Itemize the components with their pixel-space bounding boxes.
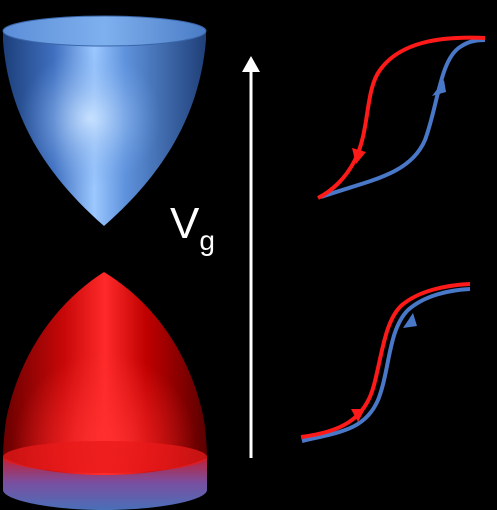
top-backward-sweep	[320, 38, 486, 199]
top-forward-arrowhead	[352, 148, 366, 164]
valence-band-dome	[3, 272, 207, 510]
bottom-backward-sweep	[301, 287, 471, 443]
top-forward-sweep	[317, 35, 486, 200]
gate-voltage-label: Vg	[170, 199, 215, 256]
vg-subscript: g	[199, 225, 215, 256]
gate-voltage-arrow	[242, 56, 260, 458]
vg-symbol: V	[170, 199, 200, 248]
bottom-forward-sweep	[300, 282, 471, 439]
bottom-forward-arrowhead	[351, 409, 365, 422]
top-backward-arrowhead	[432, 80, 446, 96]
top-hysteresis-loop	[317, 35, 486, 200]
conduction-band-cone	[2, 15, 207, 226]
bottom-backward-arrowhead	[403, 313, 417, 328]
bottom-hysteresis-loop	[300, 282, 471, 443]
